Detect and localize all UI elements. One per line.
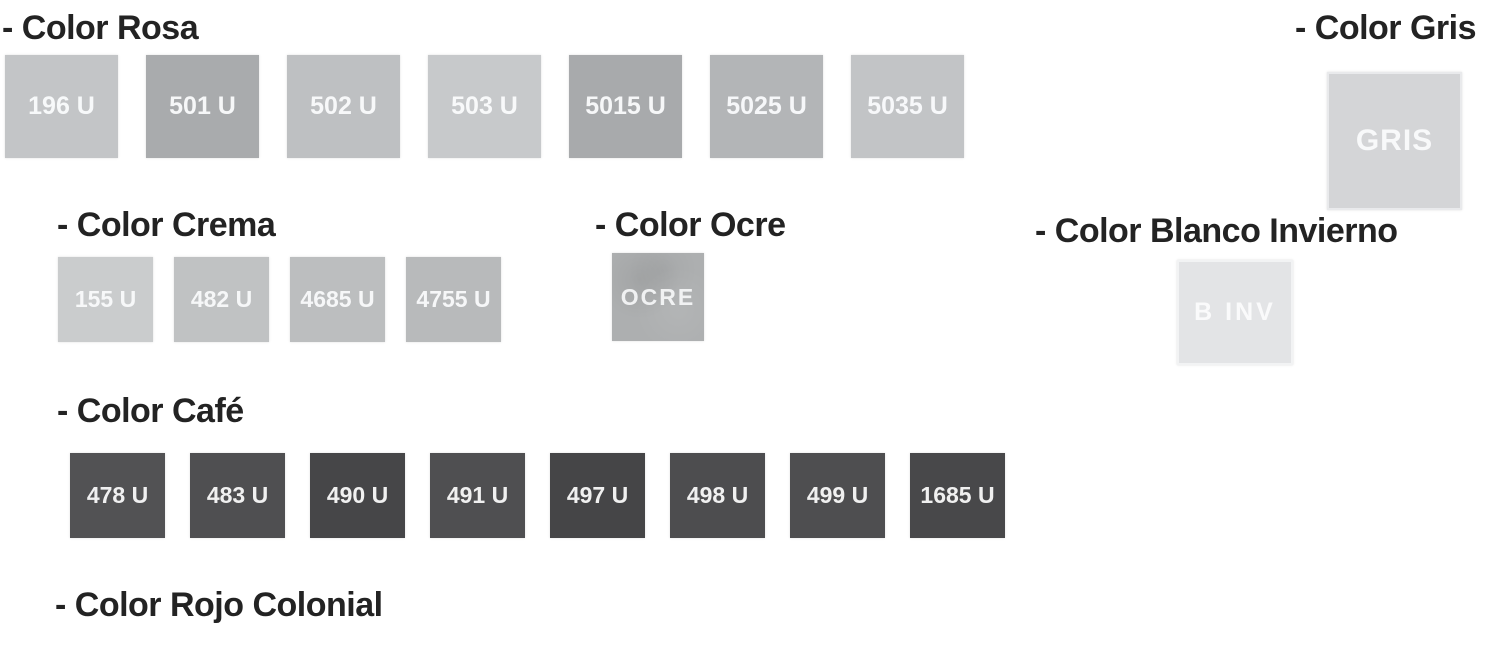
swatch-label: 1685 U [920, 482, 995, 508]
swatch-label: 5015 U [585, 92, 666, 120]
swatch-label: 503 U [451, 92, 518, 120]
swatch-label: 499 U [806, 482, 869, 508]
swatch-label: 4685 U [300, 286, 375, 312]
section-title-gris: - Color Gris [1295, 9, 1477, 47]
swatch-row-cafe: 478 U 483 U 490 U 491 U 497 U 498 U 499 U 1685 … [70, 453, 1005, 538]
section-color-rosa: - Color Rosa 196 U 501 U 502 U 503 U 5015 U 5… [2, 9, 964, 158]
color-swatch-gris: GRIS [1327, 72, 1462, 210]
section-title-rosa: - Color Rosa [2, 9, 199, 47]
swatch-label: 196 U [28, 92, 95, 120]
swatch-label: 478 U [86, 482, 149, 508]
swatch-label: 4755 U [416, 286, 491, 312]
color-swatch-499-u: 499 U [790, 453, 885, 538]
section-color-crema: - Color Crema 155 U 482 U 4685 U 4755 U [57, 206, 501, 342]
color-swatch-478-u: 478 U [70, 453, 165, 538]
color-swatch-502-u: 502 U [287, 55, 400, 158]
swatch-label: 490 U [326, 482, 389, 508]
section-title-crema: - Color Crema [57, 206, 276, 244]
color-swatch-1685-u: 1685 U [910, 453, 1005, 538]
swatch-label: 498 U [686, 482, 749, 508]
color-swatch-482-u: 482 U [174, 257, 269, 342]
swatch-label: B INV [1194, 298, 1276, 326]
color-swatch-4685-u: 4685 U [290, 257, 385, 342]
swatch-label: OCRE [620, 283, 696, 310]
section-color-blanco-invierno: - Color Blanco Invierno B INV [1035, 212, 1398, 365]
section-title-blanco-invierno: - Color Blanco Invierno [1035, 212, 1398, 250]
swatch-label: GRIS [1355, 124, 1434, 157]
swatch-label: 482 U [190, 286, 253, 312]
color-swatch-155-u: 155 U [58, 257, 153, 342]
section-color-gris: - Color Gris GRIS [1295, 9, 1477, 210]
swatch-label: 501 U [169, 92, 236, 120]
color-swatch-196-u: 196 U [5, 55, 118, 158]
color-swatch-498-u: 498 U [670, 453, 765, 538]
color-swatch-497-u: 497 U [550, 453, 645, 538]
color-swatch-503-u: 503 U [428, 55, 541, 158]
swatch-row-blanco-invierno: B INV [1177, 260, 1398, 365]
swatch-label: 155 U [74, 286, 137, 312]
swatch-row-ocre: OCRE [612, 253, 785, 341]
color-swatch-b-inv: B INV [1177, 260, 1293, 365]
swatch-label: 497 U [566, 482, 629, 508]
section-title-ocre: - Color Ocre [595, 206, 786, 244]
color-swatch-5015-u: 5015 U [569, 55, 682, 158]
section-color-cafe: - Color Café 478 U 483 U 490 U 491 U 497 U 49… [57, 392, 1005, 538]
section-title-cafe: - Color Café [57, 392, 244, 430]
section-color-ocre: - Color Ocre OCRE [595, 206, 786, 341]
swatch-label: 491 U [446, 482, 509, 508]
swatch-row-gris: GRIS [1327, 72, 1476, 210]
swatch-row-crema: 155 U 482 U 4685 U 4755 U [58, 257, 501, 342]
color-swatch-483-u: 483 U [190, 453, 285, 538]
color-swatch-ocre: OCRE [612, 253, 704, 341]
color-swatch-4755-u: 4755 U [406, 257, 501, 342]
color-swatch-491-u: 491 U [430, 453, 525, 538]
color-swatch-490-u: 490 U [310, 453, 405, 538]
swatch-row-rosa: 196 U 501 U 502 U 503 U 5015 U 5025 U 5035 U [5, 55, 964, 158]
swatch-label: 5035 U [867, 92, 948, 120]
swatch-label: 5025 U [726, 92, 807, 120]
section-title-rojo-colonial: - Color Rojo Colonial [55, 586, 383, 624]
color-swatch-5035-u: 5035 U [851, 55, 964, 158]
color-swatch-501-u: 501 U [146, 55, 259, 158]
swatch-label: 502 U [310, 92, 377, 120]
color-swatch-5025-u: 5025 U [710, 55, 823, 158]
section-color-rojo-colonial: - Color Rojo Colonial [55, 586, 383, 624]
swatch-label: 483 U [206, 482, 269, 508]
